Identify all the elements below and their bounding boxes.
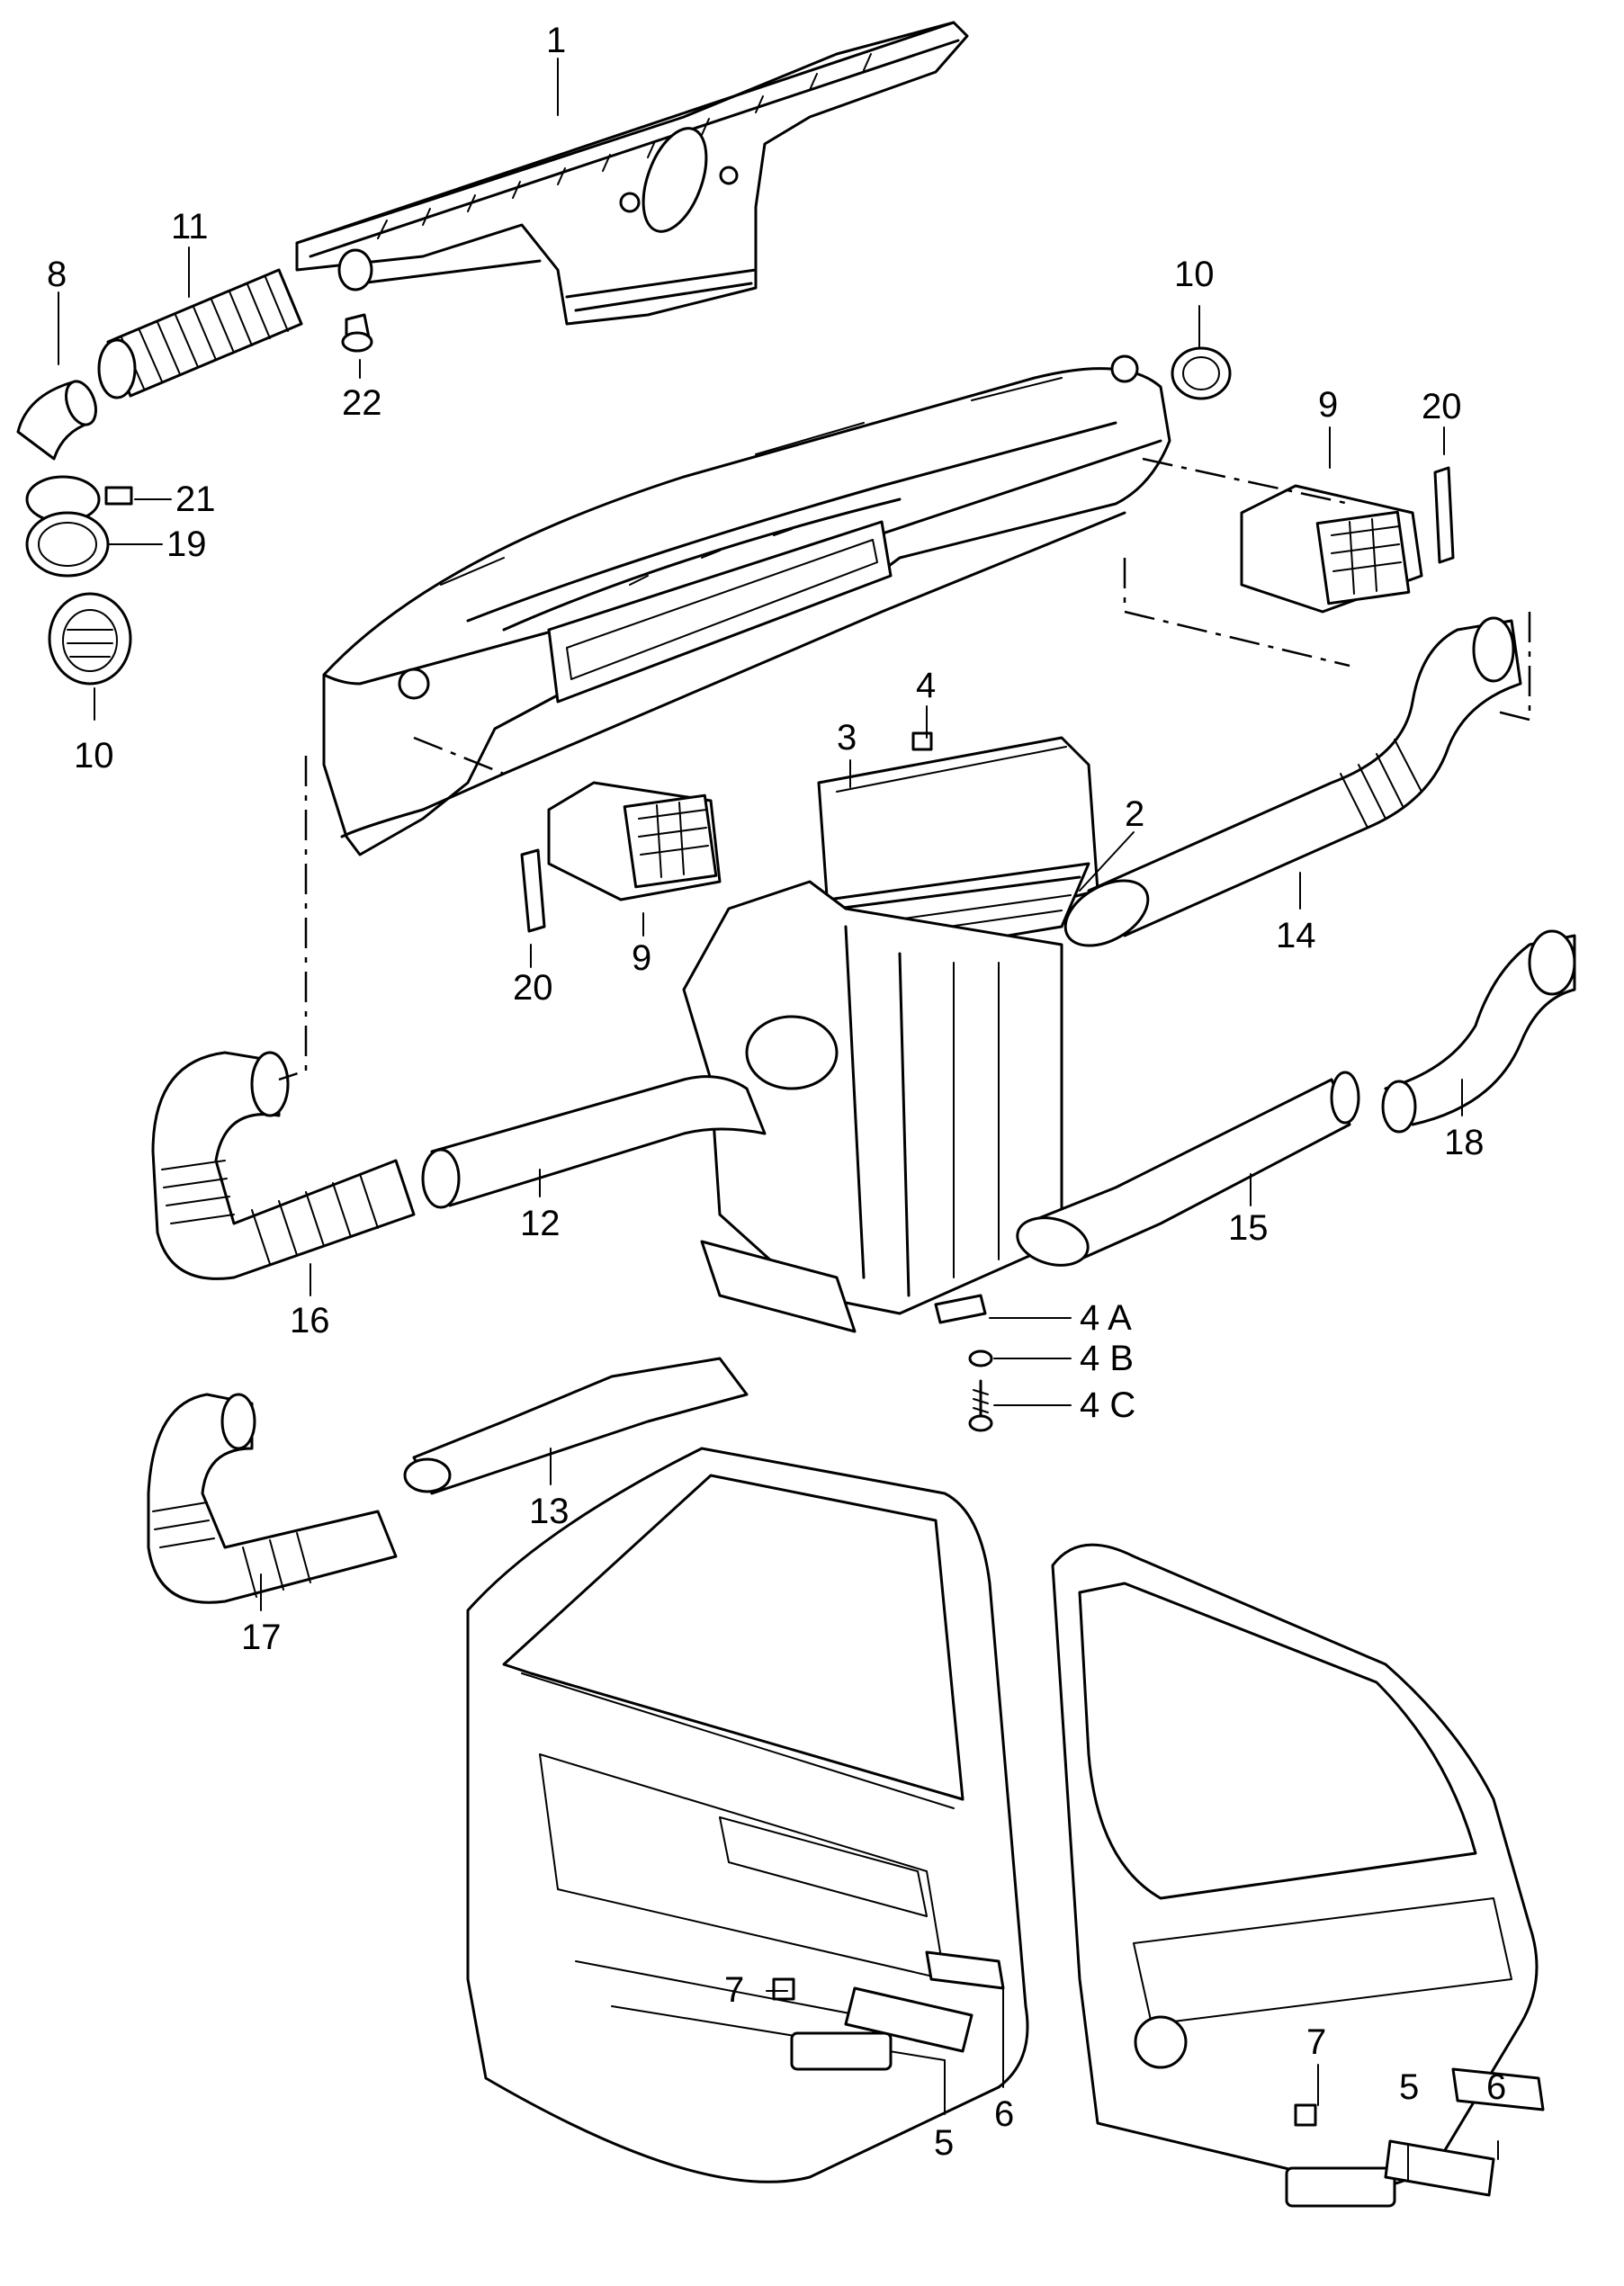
callout-5-right: 5 <box>1399 2067 1420 2107</box>
callout-12: 12 <box>520 1204 561 1243</box>
duct-14 <box>1063 616 1522 947</box>
callout-7-right: 7 <box>1306 2022 1327 2062</box>
duct-13 <box>403 1357 749 1495</box>
callout-4a: 4 A <box>1080 1298 1132 1338</box>
callout-19: 19 <box>166 524 207 564</box>
callout-6-left: 6 <box>994 2094 1015 2134</box>
heater-box <box>682 731 1099 1333</box>
clip-22 <box>341 313 373 353</box>
callout-2: 2 <box>1125 794 1145 834</box>
callout-4: 4 <box>916 666 937 705</box>
duct-18 <box>1381 929 1576 1134</box>
callout-13: 13 <box>529 1492 570 1531</box>
callout-7-left: 7 <box>724 1970 745 2010</box>
callout-10-right: 10 <box>1174 255 1215 294</box>
callout-10-left: 10 <box>74 736 114 775</box>
elbow-8 <box>16 380 97 461</box>
defroster-duct <box>295 21 969 326</box>
vent-10-right <box>1171 346 1232 400</box>
callout-4c: 4 C <box>1080 1385 1136 1425</box>
door-left <box>466 1447 1029 2183</box>
callout-9-left: 9 <box>632 938 652 978</box>
vent-9-right <box>1240 484 1423 614</box>
callout-20-left: 20 <box>513 968 553 1008</box>
connection-lines <box>278 457 1531 1081</box>
callout-11: 11 <box>171 207 209 247</box>
callout-16: 16 <box>290 1301 330 1340</box>
callout-8: 8 <box>47 255 67 294</box>
callout-15: 15 <box>1228 1208 1269 1248</box>
leader-lines <box>58 58 1499 2183</box>
callout-21: 21 <box>175 480 216 519</box>
duct-15 <box>1016 1071 1360 1267</box>
duct-12 <box>421 1075 767 1209</box>
callout-17: 17 <box>241 1618 282 1657</box>
vent-9-left <box>547 781 722 901</box>
callout-20-right: 20 <box>1422 387 1462 426</box>
door-right <box>1051 1543 1545 2208</box>
hardware-4abc <box>934 1294 993 1432</box>
corrugated-elbow-16 <box>151 1051 416 1280</box>
callout-18: 18 <box>1444 1123 1485 1162</box>
corrugated-elbow-17 <box>147 1393 398 1604</box>
callout-3: 3 <box>837 718 857 758</box>
callout-6-right: 6 <box>1486 2067 1507 2107</box>
callout-22: 22 <box>342 383 382 423</box>
vent-cluster-left <box>25 475 133 686</box>
bracket-20-left <box>520 848 546 933</box>
callout-9-right: 9 <box>1318 385 1339 425</box>
callout-1: 1 <box>546 21 567 60</box>
callout-5-left: 5 <box>934 2123 955 2163</box>
callout-4b: 4 B <box>1080 1339 1135 1378</box>
callout-14: 14 <box>1276 916 1316 955</box>
bracket-20-right <box>1433 466 1455 564</box>
corrugated-hose-11 <box>97 268 303 399</box>
dashboard <box>322 354 1171 856</box>
